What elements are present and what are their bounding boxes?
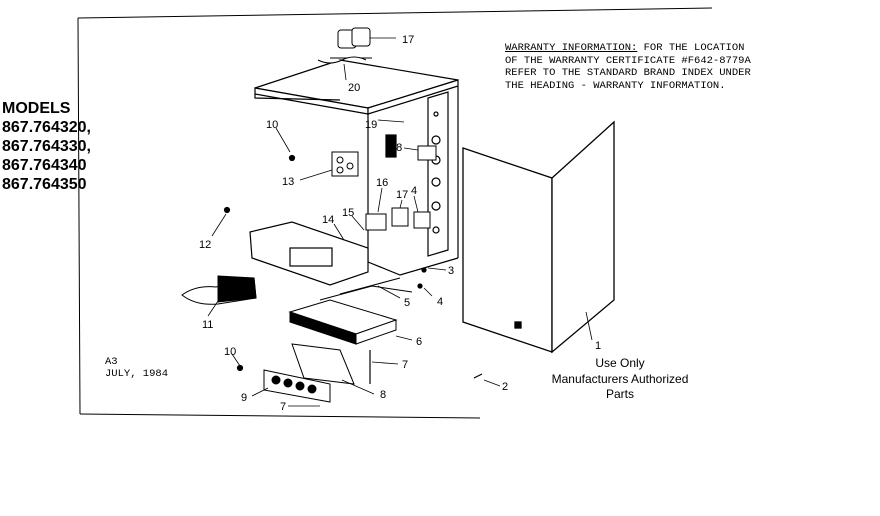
warranty-note: WARRANTY INFORMATION: FOR THE LOCATION O… [505,42,865,92]
knob-assembly [317,27,372,64]
callout-11: 11 [202,319,213,331]
model-number: 867.764330, [2,138,91,155]
hardware-screws [223,154,483,384]
callout-18: 18 [390,142,402,154]
callout-2: 2 [502,381,508,393]
callout-6: 6 [416,336,422,348]
page-frame [77,7,713,419]
warranty-line-2: OF THE WARRANTY CERTIFICATE #F642-8779A [505,54,751,67]
callout-14: 14 [322,214,334,226]
warranty-line-3: REFER TO THE STANDARD BRAND INDEX UNDER [505,67,751,79]
notice-line-2: Manufacturers Authorized [551,371,689,386]
callout-20: 20 [348,82,360,94]
callout-numbers: 17 20 10 19 18 13 16 17 4 14 15 12 3 4 5… [199,34,601,413]
revision-code: A3 [105,356,118,368]
authorized-parts-notice: Use Only Manufacturers Authorized Parts [520,356,720,403]
callout-7-right: 7 [402,359,408,371]
cabinet-top [254,59,459,115]
callout-8: 8 [380,389,386,401]
notice-line-3: Parts [605,387,634,401]
callout-12: 12 [199,239,211,251]
model-number: 867.764320, [2,119,91,136]
revision-date-text: JULY, 1984 [105,368,169,380]
callout-3: 3 [448,265,454,277]
callout-15: 15 [342,207,354,219]
heating-element [288,299,398,345]
control-bracket [263,343,355,403]
callout-19: 19 [365,119,377,131]
callout-9: 9 [241,392,247,404]
thermostat-switches [365,145,437,231]
callout-4-mid: 4 [411,185,417,197]
notice-line-1: Use Only [595,356,645,370]
callout-10-upper: 10 [266,119,278,131]
lower-chassis [249,221,369,286]
callout-17-top: 17 [402,34,414,46]
callout-17-mid: 17 [396,189,408,201]
callout-7-bottom: 7 [280,401,286,413]
model-number: 867.764350 [2,176,87,193]
callout-1: 1 [595,340,601,352]
callout-5: 5 [404,297,410,309]
callout-4-low: 4 [437,296,443,308]
callout-10-lower: 10 [224,346,236,358]
base-plate [319,277,413,301]
warranty-line-1: FOR THE LOCATION [637,42,745,54]
cabinet-body [254,86,459,276]
terminal-block [331,151,359,177]
model-number: 867.764340 [2,157,87,174]
models-block: MODELS 867.764320, 867.764330, 867.76434… [2,99,91,194]
leader-lines [207,37,593,407]
fan-grille [181,275,257,305]
callout-16: 16 [376,177,388,189]
front-access-panel [462,120,615,354]
warranty-line-4: THE HEADING - WARRANTY INFORMATION. [505,79,726,92]
callout-13: 13 [282,176,294,188]
warranty-label: WARRANTY INFORMATION: [505,42,638,54]
models-heading: MODELS [2,100,71,117]
